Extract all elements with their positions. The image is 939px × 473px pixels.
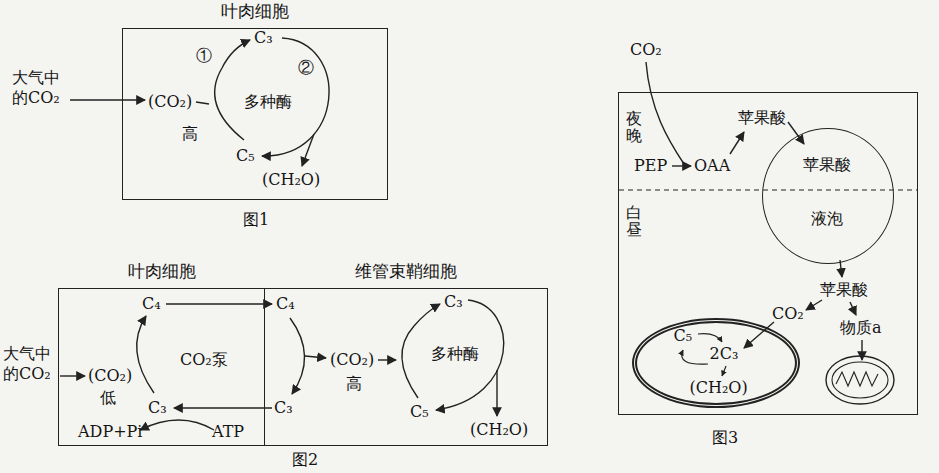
molecule-label: (CH₂O)	[470, 420, 528, 440]
molecule-label: ATP	[212, 422, 244, 442]
arrow-line	[140, 420, 214, 430]
step-number: ①	[196, 46, 212, 66]
molecule-label: (CO₂)	[330, 350, 374, 370]
cell-heading: 维管束鞘细胞	[265, 261, 547, 281]
arrow-line	[166, 303, 272, 304]
molecule-label: 物质a	[840, 318, 882, 338]
organelle-label: 液泡	[811, 209, 843, 229]
arrow-line	[730, 132, 744, 154]
arrow-line	[619, 189, 917, 190]
molecule-label: 苹果酸	[803, 155, 851, 175]
arrow-line	[305, 356, 326, 358]
arrow-line	[646, 62, 684, 164]
cell-box: 叶肉细胞	[122, 28, 388, 200]
arrow-line	[137, 316, 154, 393]
step-number: ②	[298, 58, 314, 78]
molecule-label: 2C₃	[710, 344, 739, 364]
molecule-label: (CH₂O)	[690, 378, 748, 398]
arrow-line	[496, 370, 497, 416]
arrow-line	[174, 407, 272, 408]
arrow-line	[698, 334, 722, 342]
molecule-label: ADP+Pi	[78, 422, 142, 442]
arrow-line	[836, 372, 878, 386]
molecule-label: C₅	[236, 146, 255, 166]
molecule-label: PEP	[634, 156, 667, 176]
arrow-line	[70, 99, 145, 100]
arrow-line	[806, 300, 822, 310]
atmosphere-label: 大气中 的CO₂	[3, 344, 57, 384]
arrow-line	[60, 375, 85, 376]
concentration-label: 高	[182, 124, 198, 144]
molecule-label: C₃	[148, 398, 167, 418]
molecule-label: CO₂	[630, 40, 662, 60]
molecule-label: C₅	[674, 326, 693, 346]
arrow-line	[302, 134, 314, 166]
figure-caption: 图1	[243, 210, 269, 230]
enzyme-label: 多种酶	[244, 92, 292, 112]
molecule-label: C₄	[142, 294, 161, 314]
enzyme-label: 多种酶	[431, 344, 479, 364]
figure-caption: 图3	[712, 428, 738, 448]
arrow-line	[850, 302, 856, 315]
figure-caption: 图2	[292, 450, 318, 470]
molecule-label: C₅	[410, 402, 429, 422]
molecule-label: C₃	[254, 28, 273, 48]
time-label: 夜晚	[626, 110, 642, 145]
molecule-label: 苹果酸	[820, 280, 868, 300]
arrow-line	[861, 340, 862, 360]
arrow-line	[378, 359, 396, 360]
mitochondrion-outline	[832, 362, 888, 398]
cell-heading: 叶肉细胞	[59, 261, 264, 281]
arrow-line	[215, 40, 250, 140]
arrow-line	[682, 350, 708, 364]
vacuole: 苹果酸液泡	[762, 128, 894, 264]
atmosphere-label: 大气中 的CO₂	[12, 68, 66, 108]
chloroplast: C₅ 2C₃ (CH₂O)	[632, 318, 800, 408]
arrow-line	[196, 102, 209, 104]
molecule-label: C₃	[444, 292, 463, 312]
molecule-label: C₃	[274, 398, 293, 418]
arrow-line	[290, 318, 305, 394]
molecule-label: CO₂	[772, 304, 804, 324]
molecule-label: (CH₂O)	[262, 170, 320, 190]
concentration-label: 低	[100, 388, 116, 408]
molecule-label: (CO₂)	[88, 366, 132, 386]
molecule-label: (CO₂)	[148, 92, 192, 112]
molecule-label: 苹果酸	[738, 108, 786, 128]
time-label: 白昼	[626, 204, 642, 239]
arrow-line	[744, 322, 774, 348]
molecule-label: C₄	[276, 294, 295, 314]
mitochondrion-outline	[826, 356, 894, 404]
cell-box: 夜晚白昼苹果酸液泡C₅2C₃(CH₂O)	[618, 92, 918, 415]
arrow-line	[672, 165, 691, 166]
molecule-label: OAA	[694, 156, 730, 176]
concentration-label: 高	[346, 374, 362, 394]
arrow-line	[722, 366, 726, 376]
arrow-line	[788, 122, 804, 144]
pump-label: CO₂泵	[180, 350, 228, 370]
cell-heading: 叶肉细胞	[123, 1, 387, 21]
